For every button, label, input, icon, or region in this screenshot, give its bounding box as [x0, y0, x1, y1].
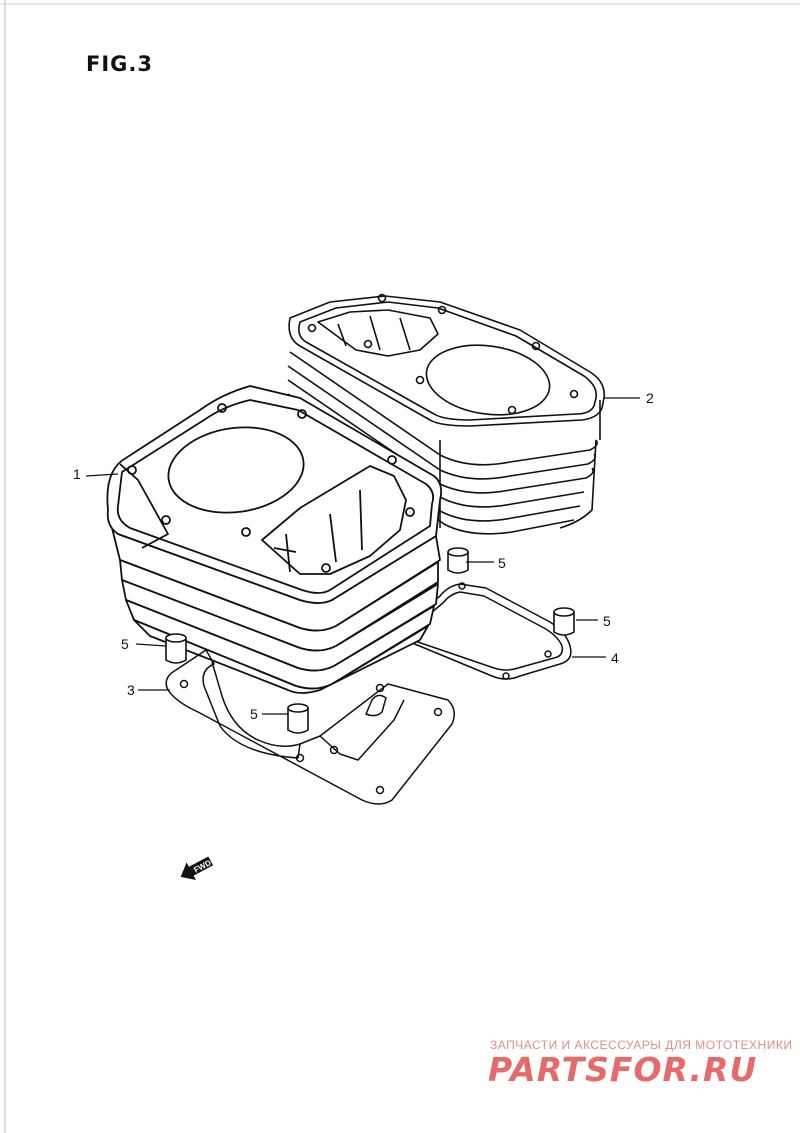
callout-5-left: 5	[121, 636, 129, 652]
callout-5-front-gasket: 5	[498, 555, 506, 571]
front-cylinder-top-deck	[288, 295, 606, 427]
callout-5-right: 5	[603, 613, 611, 629]
rear-cylinder	[106, 385, 443, 694]
callout-1: 1	[73, 466, 81, 482]
dowel-pin-front-gasket	[447, 547, 469, 574]
leader-lines	[85, 397, 640, 715]
watermark-caption: ЗАПЧАСТИ И АКСЕССУАРЫ ДЛЯ МОТОТЕХНИКИ	[490, 1038, 793, 1052]
front-cylinder-fins	[287, 351, 601, 535]
watermark-logo: PARTSFOR.RU	[488, 1050, 758, 1089]
callout-5-rear-gasket: 5	[250, 706, 258, 722]
rear-cylinder-bore	[167, 426, 305, 514]
front-cylinder-chain-tunnel	[317, 309, 439, 357]
rear-gasket-oil-slot	[365, 694, 387, 717]
fwd-arrow-icon: FWD	[180, 856, 214, 881]
dowel-pin-right	[553, 607, 575, 636]
rear-cylinder-chain-tunnel	[261, 465, 407, 575]
dowel-pin-rear-gasket	[287, 703, 309, 734]
dowel-pin-left	[165, 633, 187, 664]
rear-cylinder-top-deck	[106, 385, 443, 604]
front-cylinder	[287, 293, 606, 535]
callout-4: 4	[611, 650, 619, 666]
front-cylinder-bore	[425, 344, 551, 416]
callout-3: 3	[127, 682, 135, 698]
dowel-pins	[165, 547, 575, 734]
callout-2: 2	[646, 390, 654, 406]
rear-cylinder-fins	[109, 519, 441, 694]
figure-title: FIG.3	[86, 52, 153, 76]
rear-cylinder-gasket	[165, 649, 455, 805]
